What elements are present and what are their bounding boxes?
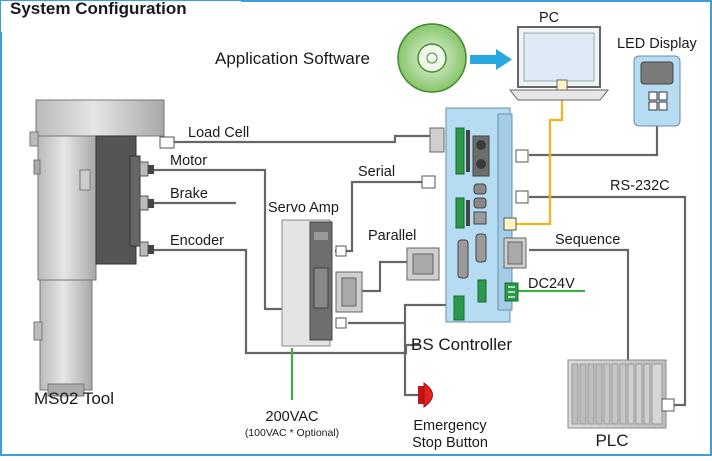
controller-terminal-bottom <box>453 295 465 321</box>
controller-dsub-left <box>457 239 469 279</box>
cables <box>150 125 687 407</box>
tool-lower-shaft <box>39 279 93 391</box>
servo-link-port <box>335 317 347 329</box>
title-bar <box>1 1 241 32</box>
led-screen <box>640 61 674 85</box>
encoder-connector <box>139 241 149 257</box>
dc24v-terminal <box>504 282 519 302</box>
plc-rs232c-port <box>661 398 675 412</box>
rs232c-cable <box>529 195 687 407</box>
label-rs232c: RS-232C <box>610 178 670 194</box>
servo-amp <box>281 219 347 347</box>
pc-keyboard <box>508 89 610 101</box>
plc <box>567 359 667 429</box>
parallel-connector <box>406 247 440 281</box>
label-emergency: Emergency <box>413 418 487 434</box>
serial-connector <box>421 175 436 189</box>
pc-laptop <box>508 26 610 101</box>
label-encoder: Encoder <box>170 233 224 249</box>
label-parallel: Parallel <box>368 228 416 244</box>
sequence-cable <box>529 248 630 362</box>
tool-body <box>37 135 97 281</box>
emergency-cable <box>403 303 452 397</box>
label-stop-button: Stop Button <box>412 435 488 451</box>
cd-disc-icon <box>397 23 467 93</box>
label-100vac-optional: (100VAC * Optional) <box>245 427 339 439</box>
bs-controller <box>445 107 513 323</box>
label-plc: PLC <box>595 431 628 450</box>
label-sequence: Sequence <box>555 232 620 248</box>
servo-parallel-connector <box>335 271 363 313</box>
motor-connector <box>139 161 149 177</box>
servo-serial-port <box>335 245 347 257</box>
label-ms02-tool: MS02 Tool <box>34 389 114 408</box>
diagram-title: System Configuration <box>10 0 187 18</box>
load-cell-connector <box>159 136 175 149</box>
led-display-cable <box>529 125 659 157</box>
controller-terminal-mid <box>455 197 465 229</box>
controller-terminal-top <box>455 127 465 175</box>
label-motor: Motor <box>170 153 207 169</box>
led-port <box>515 149 529 163</box>
rs232c-port <box>515 190 529 204</box>
controller-dsub-right <box>475 233 487 263</box>
label-dc24v: DC24V <box>528 276 575 292</box>
emergency-stop-button <box>418 382 433 408</box>
tool-top-bar <box>35 99 165 137</box>
label-load-cell: Load Cell <box>188 125 249 141</box>
label-bs-controller: BS Controller <box>411 335 512 354</box>
label-application-software: Application Software <box>215 49 370 68</box>
label-serial: Serial <box>358 164 395 180</box>
tool-motor-housing <box>95 135 137 265</box>
motor-cable <box>150 168 286 311</box>
label-200vac: 200VAC <box>266 409 319 425</box>
label-pc: PC <box>539 10 559 26</box>
label-brake: Brake <box>170 186 208 202</box>
parallel-cable <box>362 260 407 293</box>
brake-connector <box>139 195 149 211</box>
encoder-cable <box>150 248 420 355</box>
install-arrow-icon <box>470 49 512 70</box>
led-display <box>633 55 681 127</box>
load-cell-block <box>429 127 445 153</box>
pc-usb-connector <box>556 79 568 91</box>
ms02-tool <box>29 99 165 397</box>
label-led-display: LED Display <box>617 36 698 52</box>
load-cell-cable <box>160 134 430 144</box>
usb-cable <box>516 90 564 226</box>
sequence-connector <box>503 237 527 269</box>
usb-port <box>503 217 517 231</box>
label-servo-amp: Servo Amp <box>268 200 339 216</box>
